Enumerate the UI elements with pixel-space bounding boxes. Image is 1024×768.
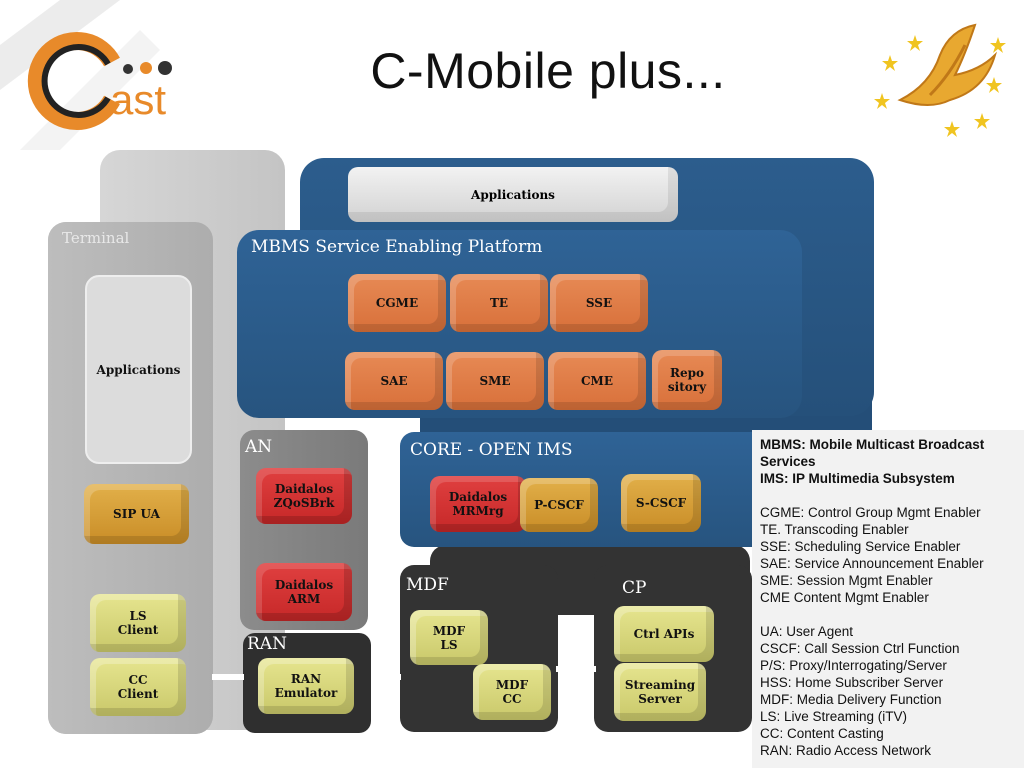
legend-panel: MBMS: Mobile Multicast Broadcast Service… xyxy=(752,430,1024,768)
legend-item: CME Content Mgmt Enabler xyxy=(760,590,929,605)
svg-text:ast: ast xyxy=(110,76,166,123)
mdf-cp-link xyxy=(556,666,596,672)
top-applications-box: Applications xyxy=(348,167,678,222)
emblem-icon xyxy=(870,15,1010,140)
legend-item: LS: Live Streaming (iTV) xyxy=(760,709,908,724)
terminal-label: Terminal xyxy=(62,229,130,247)
legend-item: MDF: Media Delivery Function xyxy=(760,692,942,707)
an-label: AN xyxy=(245,437,273,457)
legend-item: SAE: Service Announcement Enabler xyxy=(760,556,984,571)
slide-title: C-Mobile plus... xyxy=(370,43,726,99)
cp-label: CP xyxy=(622,578,647,598)
legend-item: UA: User Agent xyxy=(760,624,854,639)
terminal-ran-link xyxy=(212,674,244,680)
cgme-box: CGME xyxy=(348,274,446,332)
sme-box: SME xyxy=(446,352,544,410)
ran-mdf-link xyxy=(371,674,401,680)
sip-ua-box: SIP UA xyxy=(84,484,189,544)
legend-item: CGME: Control Group Mgmt Enabler xyxy=(760,505,981,520)
legend-item: CSCF: Call Session Ctrl Function xyxy=(760,641,960,656)
ctrl-apis-box: Ctrl APIs xyxy=(614,606,714,662)
legend-item: TE. Transcoding Enabler xyxy=(760,522,909,537)
legend-item: SME: Session Mgmt Enabler xyxy=(760,573,933,588)
terminal-applications-box: Applications xyxy=(85,275,192,464)
legend-ims: IMS: IP Multimedia Subsystem xyxy=(760,471,955,486)
p-cscf-box: P-CSCF xyxy=(520,478,598,532)
s-cscf-box: S-CSCF xyxy=(621,474,701,532)
legend-item: P/S: Proxy/Interrogating/Server xyxy=(760,658,947,673)
cme-box: CME xyxy=(548,352,646,410)
core-label: CORE - OPEN IMS xyxy=(410,440,573,460)
mdf-label: MDF xyxy=(406,575,449,595)
legend-mbms: MBMS: Mobile Multicast Broadcast Service… xyxy=(760,437,985,469)
legend-item: SSE: Scheduling Service Enabler xyxy=(760,539,961,554)
cast-logo: ast xyxy=(0,0,240,150)
mbms-label: MBMS Service Enabling Platform xyxy=(251,237,543,257)
legend-item: HSS: Home Subscriber Server xyxy=(760,675,944,690)
legend-item: RAN: Radio Access Network xyxy=(760,743,932,758)
ran-label: RAN xyxy=(247,634,287,654)
legend-item: CC: Content Casting xyxy=(760,726,884,741)
te-box: TE xyxy=(450,274,548,332)
sae-box: SAE xyxy=(345,352,443,410)
sse-box: SSE xyxy=(550,274,648,332)
